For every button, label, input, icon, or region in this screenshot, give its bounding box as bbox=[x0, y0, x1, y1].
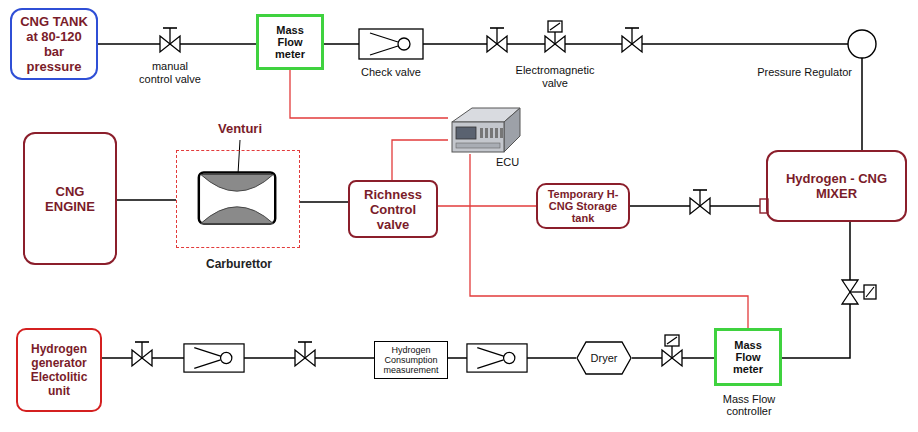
text-wrap: Hydrogen generator Electolitic unit bbox=[18, 330, 100, 410]
flow-meter-box: Mass Flow meterMass Flow controller bbox=[714, 328, 782, 386]
signal-wire bbox=[470, 154, 748, 328]
text-wrap bbox=[448, 106, 522, 154]
text-wrap: Mass Flow meter bbox=[259, 17, 321, 67]
tank-box: CNG TANK at 80-120 bar pressure bbox=[10, 8, 98, 80]
electromagnetic-valve-symbol bbox=[545, 21, 565, 52]
leader-line bbox=[238, 140, 240, 174]
electromagnetic-valve-symbol bbox=[662, 335, 682, 366]
text-wrap: Temporary H-CNG Storage tank bbox=[538, 185, 628, 227]
pressure-regulator-symbol bbox=[848, 30, 876, 58]
node-caption: Mass Flow controller bbox=[701, 393, 797, 417]
text-wrap: CNG TANK at 80-120 bar pressure bbox=[12, 10, 96, 78]
venturi-symbol bbox=[177, 151, 299, 247]
node-label: Richness Control valve bbox=[354, 187, 432, 232]
node-label: Hydrogen - CNG MIXER bbox=[772, 171, 901, 201]
flow-meter-box: Mass Flow meter bbox=[256, 14, 324, 70]
check-valve-symbol bbox=[467, 344, 527, 372]
ecu-device-picture bbox=[448, 106, 522, 154]
control-valve-symbol bbox=[842, 280, 876, 304]
manual-valve-symbol bbox=[690, 190, 710, 214]
check-valve-symbol bbox=[184, 344, 244, 372]
text-wrap: Hydrogen Consumption measurement bbox=[375, 342, 447, 378]
manual-valve-symbol bbox=[132, 342, 152, 366]
pipe-line bbox=[782, 222, 850, 358]
text-wrap: Dryer bbox=[576, 341, 632, 375]
node-label: Temporary H-CNG Storage tank bbox=[542, 188, 624, 224]
manual-valve-symbol bbox=[487, 28, 507, 52]
venturi-label: Venturi bbox=[205, 121, 275, 137]
valve-label: Electromagnetic valve bbox=[508, 64, 602, 90]
pipe-line bbox=[117, 199, 176, 201]
pipe-line bbox=[324, 44, 862, 150]
mixer-box: Hydrogen - CNG MIXER bbox=[766, 150, 907, 222]
node-label: Hydrogen generator Electolitic unit bbox=[22, 342, 96, 398]
node-label: ECU bbox=[496, 156, 519, 168]
generator-box: Hydrogen generator Electolitic unit bbox=[16, 328, 102, 412]
node-label: Dryer bbox=[591, 352, 618, 364]
text-wrap: Richness Control valve bbox=[350, 182, 436, 236]
node-label: CNG TANK at 80-120 bar pressure bbox=[16, 14, 92, 74]
dryer-box: Dryer bbox=[576, 341, 632, 375]
node-label: Hydrogen Consumption measurement bbox=[379, 345, 443, 375]
pipe-line bbox=[300, 201, 348, 203]
check-valve-symbol bbox=[359, 29, 423, 59]
node-label: Carburettor bbox=[167, 257, 311, 271]
manual-valve-symbol bbox=[622, 28, 642, 52]
signal-wire bbox=[392, 140, 448, 180]
regulator-label: Pressure Regulator bbox=[736, 66, 852, 79]
measurement-box: Hydrogen Consumption measurement bbox=[374, 341, 448, 379]
engine-box: CNG ENGINE bbox=[23, 132, 117, 265]
node-label: Mass Flow meter bbox=[263, 24, 317, 60]
control-valve-box: Richness Control valve bbox=[348, 180, 438, 238]
signal-wire bbox=[438, 205, 536, 206]
valve-label: Check valve bbox=[354, 66, 428, 79]
manual-valve-symbol bbox=[295, 342, 315, 366]
text-wrap: Mass Flow meter bbox=[717, 331, 779, 383]
carburettor-box: Carburettor bbox=[176, 150, 300, 248]
ecu-box: ECU bbox=[448, 106, 522, 154]
node-label: Mass Flow meter bbox=[721, 339, 775, 375]
text-wrap: CNG ENGINE bbox=[25, 134, 115, 263]
node-label: CNG ENGINE bbox=[29, 184, 111, 214]
storage-tank-box: Temporary H-CNG Storage tank bbox=[536, 183, 630, 229]
text-wrap: Hydrogen - CNG MIXER bbox=[768, 152, 905, 220]
valve-label: manual control valve bbox=[136, 60, 204, 86]
text-wrap bbox=[177, 151, 299, 247]
manual-valve-symbol bbox=[160, 28, 180, 52]
